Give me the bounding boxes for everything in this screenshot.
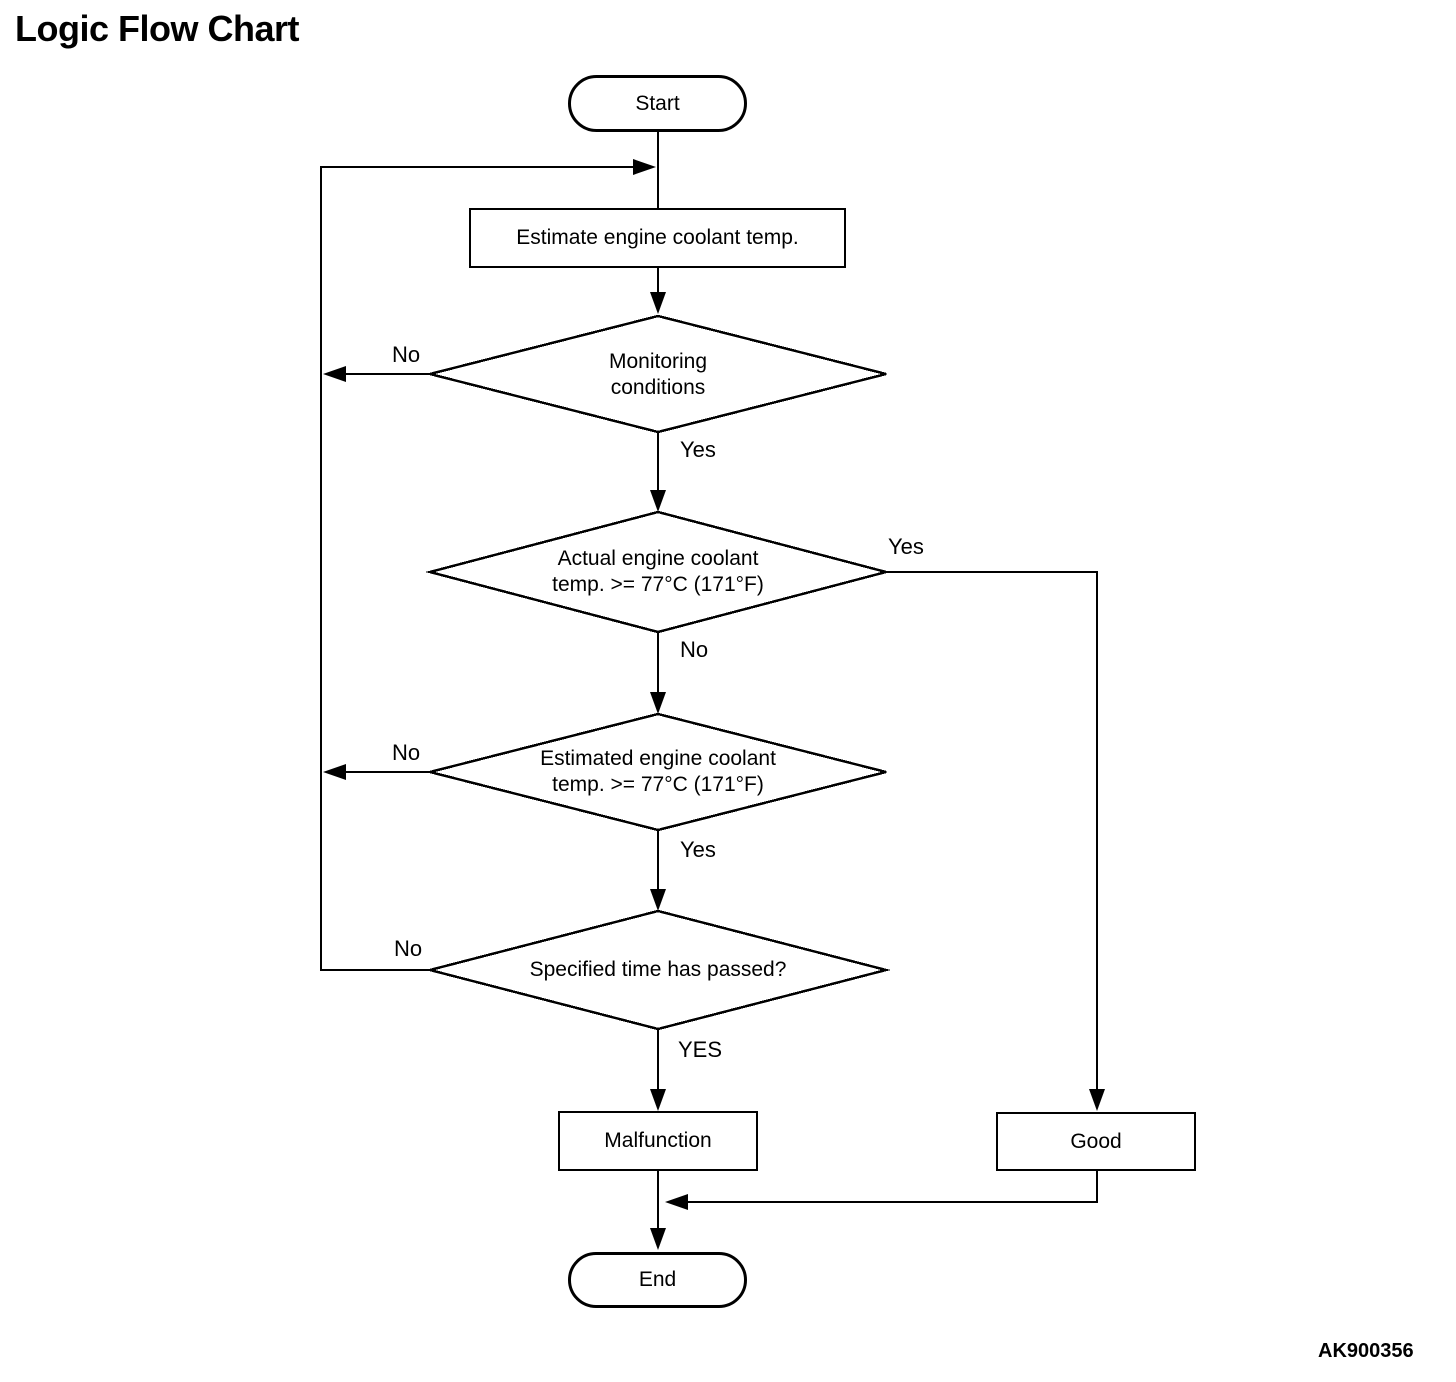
actual-temp-line2: temp. >= 77°C (171°F) — [552, 573, 764, 596]
figure-code: AK900356 — [1318, 1340, 1414, 1362]
edge-label-time-yes: YES — [678, 1037, 723, 1062]
edge-label-time-no: No — [394, 936, 423, 961]
arrowhead-merge-icon — [665, 1194, 688, 1210]
edge-good-merge — [688, 1171, 1098, 1203]
diamond-actual-temp-shape — [425, 510, 891, 634]
edge-label-actual-yes: Yes — [888, 534, 924, 559]
edge-label-estimated-no: No — [392, 740, 421, 765]
estimated-temp-line1: Estimated engine coolant — [540, 747, 776, 770]
node-good: Good — [996, 1112, 1196, 1171]
actual-temp-line1: Actual engine coolant — [557, 547, 759, 570]
edge-label-estimated-yes: Yes — [680, 837, 716, 862]
node-end: End — [568, 1252, 747, 1308]
node-monitoring-conditions-label: Monitoring conditions — [609, 349, 707, 401]
arrowhead-time-icon — [650, 889, 666, 911]
edge-loop-back — [320, 166, 633, 971]
node-estimate-coolant-temp: Estimate engine coolant temp. — [469, 208, 846, 268]
edge-label-monitoring-no: No — [392, 342, 421, 367]
loop-merge-arrowhead-icon — [633, 159, 656, 175]
node-end-label: End — [638, 1268, 677, 1291]
arrowhead-monitoring-icon — [650, 292, 666, 314]
edge-label-monitoring-yes: Yes — [680, 437, 716, 462]
diamond-estimated-temp-shape — [429, 712, 887, 832]
arrowhead-end-icon — [650, 1228, 666, 1250]
node-estimate-label: Estimate engine coolant temp. — [516, 226, 799, 249]
node-start: Start — [568, 75, 747, 132]
arrowhead-good-icon — [1089, 1089, 1105, 1111]
monitoring-line1: Monitoring — [608, 350, 708, 373]
time-passed-line1: Specified time has passed? — [529, 958, 787, 981]
node-malfunction: Malfunction — [558, 1111, 758, 1171]
edge-label-actual-no: No — [680, 637, 709, 662]
arrowhead-estimated-icon — [650, 692, 666, 714]
estimated-temp-line2: temp. >= 77°C (171°F) — [552, 773, 764, 796]
diamond-time-passed-shape — [425, 909, 891, 1031]
arrowhead-actual-icon — [650, 490, 666, 512]
arrowhead-monitoring-no-icon — [323, 366, 346, 382]
edge-actual-yes-good — [886, 571, 1098, 1090]
node-actual-coolant-temp-label: Actual engine coolant temp. >= 77°C (171… — [552, 546, 764, 598]
node-good-label: Good — [1070, 1129, 1122, 1153]
arrowhead-malfunction-icon — [650, 1089, 666, 1111]
node-estimated-coolant-temp-label: Estimated engine coolant temp. >= 77°C (… — [540, 746, 776, 798]
page-title: Logic Flow Chart — [15, 8, 300, 49]
node-malfunction-label: Malfunction — [604, 1129, 712, 1152]
monitoring-line2: conditions — [610, 376, 706, 399]
node-start-label: Start — [635, 91, 680, 115]
node-specified-time-label: Specified time has passed? — [530, 957, 787, 983]
diamond-monitoring-shape — [429, 314, 887, 434]
arrowhead-estimated-no-icon — [323, 764, 346, 780]
